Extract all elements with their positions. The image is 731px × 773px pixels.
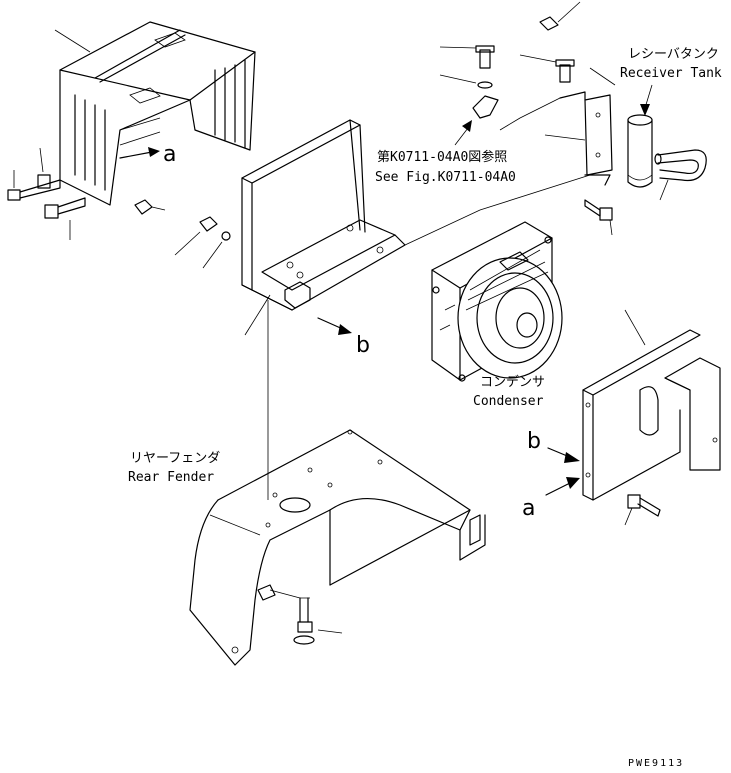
see-fig-en-label: See Fig.K0711-04A0 bbox=[375, 170, 516, 185]
view-b-top-label: b bbox=[356, 333, 370, 358]
rear-fender-en-label: Rear Fender bbox=[128, 470, 214, 485]
view-a-right-label: a bbox=[522, 496, 535, 521]
view-a-top-label: a bbox=[163, 142, 176, 167]
receiver-tank-en-label: Receiver Tank bbox=[620, 66, 722, 81]
condenser-jp-label: コンデンサ bbox=[480, 374, 545, 390]
drawing-code: PWE9113 bbox=[628, 758, 684, 769]
see-fig-jp-label: 第K0711-04A0図参照 bbox=[377, 149, 507, 165]
left-fasteners bbox=[7, 147, 231, 269]
view-b-right-arrow: b bbox=[527, 429, 580, 463]
rear-fender-jp-label: リヤーフェンダ bbox=[130, 451, 220, 466]
right-cover-panel bbox=[582, 309, 721, 526]
view-b-top-arrow: b bbox=[317, 317, 370, 358]
condenser-en-label: Condenser bbox=[473, 394, 544, 409]
cover-assembly bbox=[54, 21, 256, 206]
receiver-tank-jp-label: レシーバタンク bbox=[628, 47, 719, 62]
view-b-right-label: b bbox=[527, 429, 541, 454]
view-a-right-arrow: a bbox=[522, 477, 580, 521]
rear-fender bbox=[189, 429, 486, 666]
bracket-frame bbox=[241, 119, 406, 336]
receiver-tank-assembly bbox=[404, 1, 707, 246]
condenser-assembly bbox=[431, 221, 563, 382]
view-a-top-arrow: a bbox=[119, 142, 176, 167]
